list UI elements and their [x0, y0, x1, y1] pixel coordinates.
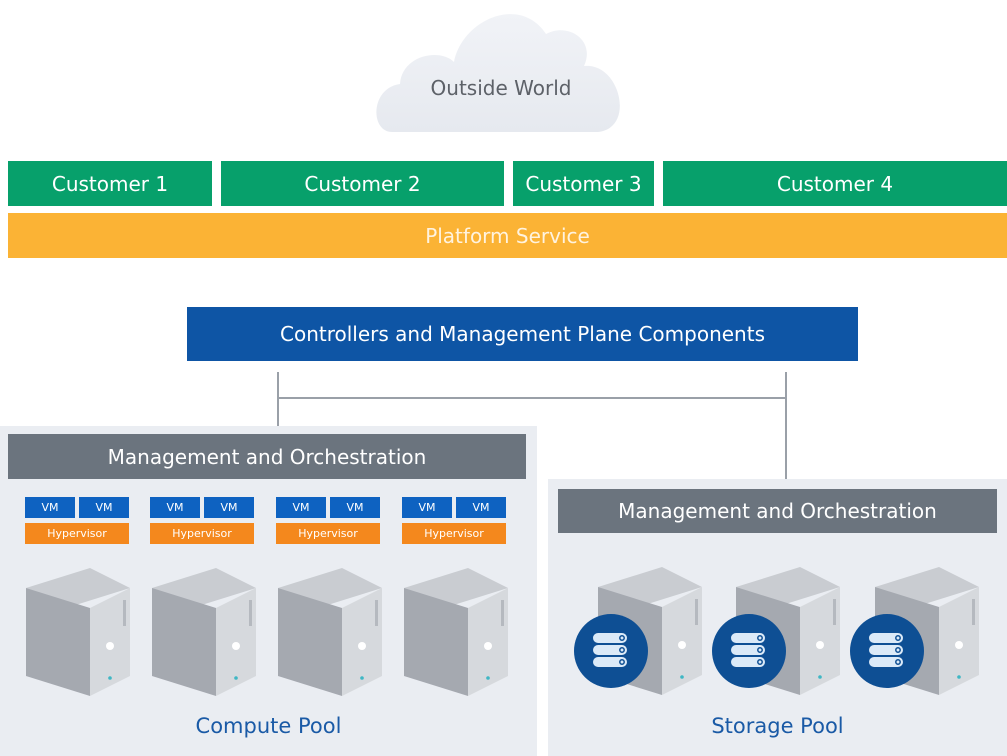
cloud-label: Outside World: [430, 76, 572, 100]
cloud-icon: [376, 14, 620, 132]
vm-box: VM: [79, 497, 129, 518]
hypervisor-box: Hypervisor: [402, 523, 506, 544]
database-icon: [850, 614, 924, 688]
storage-pool-label: Storage Pool: [711, 714, 844, 738]
compute-pool-label: Compute Pool: [195, 714, 342, 738]
controllers-bar: Controllers and Management Plane Compone…: [187, 307, 858, 361]
vm-box: VM: [150, 497, 200, 518]
server-icon: [26, 568, 130, 696]
connector-right: [785, 372, 787, 480]
customer-2-bar: Customer 2: [221, 161, 504, 206]
compute-pool: Management and Orchestration VM VM Hyper…: [0, 426, 537, 756]
connector-left: [277, 372, 279, 434]
storage-management-bar: Management and Orchestration: [558, 489, 997, 533]
vm-box: VM: [204, 497, 254, 518]
customer-1-bar: Customer 1: [8, 161, 212, 206]
platform-service-bar: Platform Service: [8, 213, 1007, 258]
vm-box: VM: [402, 497, 452, 518]
vm-box: VM: [330, 497, 380, 518]
server-icon: [404, 568, 508, 696]
hypervisor-box: Hypervisor: [150, 523, 254, 544]
hypervisor-box: Hypervisor: [276, 523, 380, 544]
vm-box: VM: [25, 497, 75, 518]
storage-pool: Management and Orchestration: [548, 479, 1007, 756]
compute-management-bar: Management and Orchestration: [8, 434, 526, 479]
hypervisor-box: Hypervisor: [25, 523, 129, 544]
customer-4-bar: Customer 4: [663, 161, 1007, 206]
outside-world-cloud: Outside World: [370, 0, 630, 140]
connector-horizontal: [277, 397, 787, 399]
database-icon: [574, 614, 648, 688]
server-icon: [278, 568, 382, 696]
server-icon: [152, 568, 256, 696]
vm-box: VM: [456, 497, 506, 518]
vm-box: VM: [276, 497, 326, 518]
database-icon: [712, 614, 786, 688]
customer-3-bar: Customer 3: [513, 161, 654, 206]
